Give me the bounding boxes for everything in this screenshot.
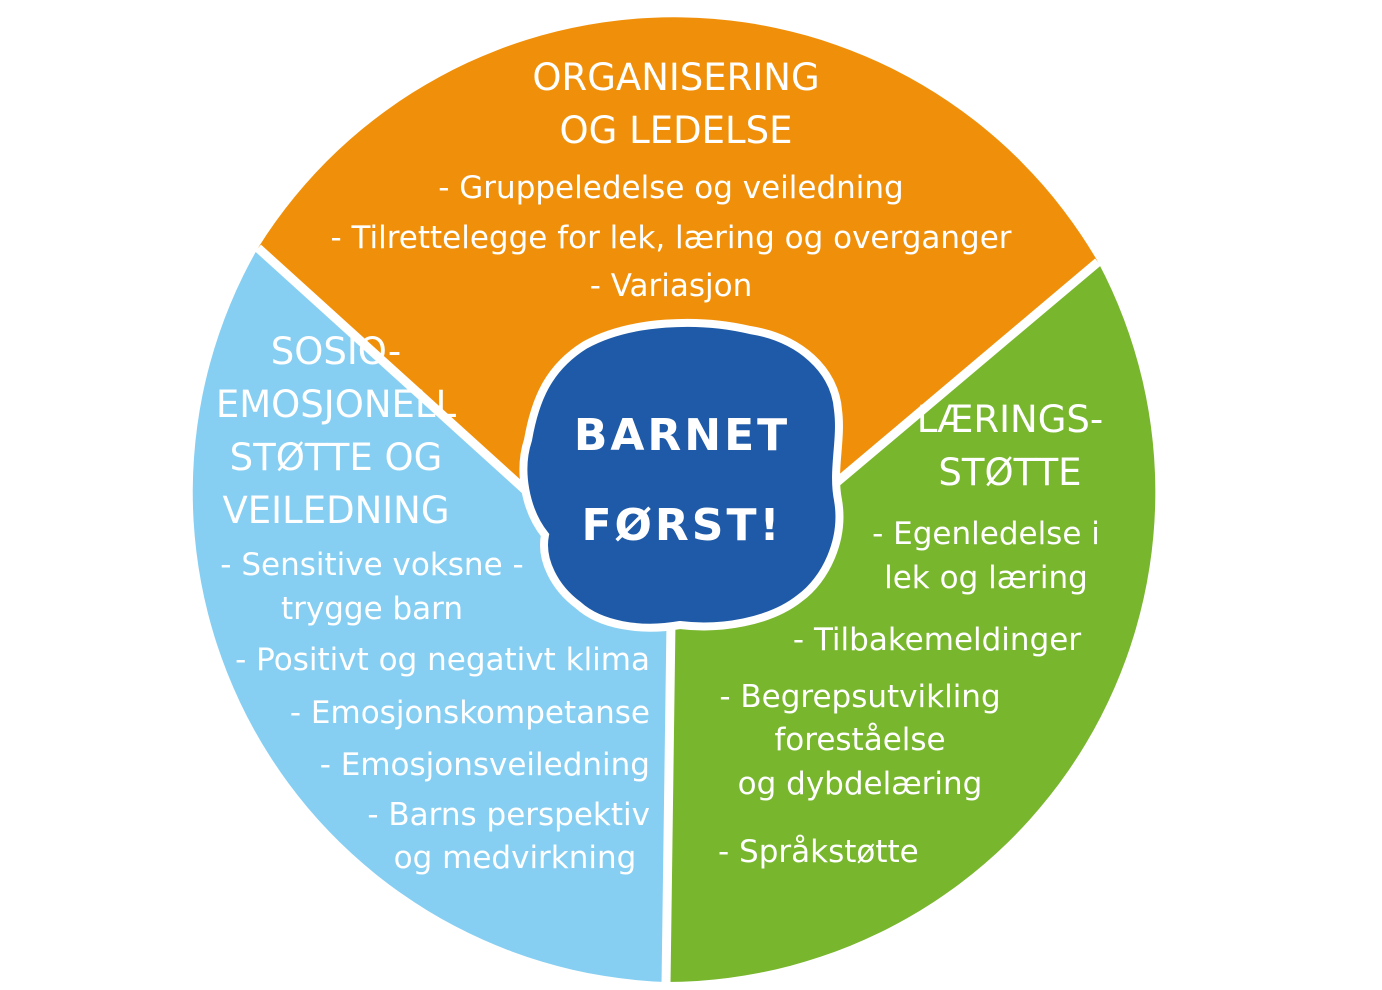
laering-heading-1: LÆRINGS- [917,398,1103,441]
center-line-1: BARNET [574,410,790,461]
divider-bottom [661,621,676,986]
laering-item-1: - Egenledelse i [872,516,1100,552]
laering-item-3: - Begrepsutvikling [719,679,1000,715]
laering-item-4: - Språkstøtte [718,834,919,870]
laering-item-2: - Tilbakemeldinger [793,622,1081,658]
organisering-item-2: - Tilrettelegge for lek, læring og overg… [330,220,1011,256]
sosio-heading-1: SOSIO- [271,330,402,373]
organisering-heading-2: OG LEDELSE [560,109,793,152]
sosio-heading-4: VEILEDNING [222,489,449,532]
segment-laering [666,262,1156,982]
organisering-item-3: - Variasjon [590,268,753,304]
organisering-heading-1: ORGANISERING [532,56,819,99]
sosio-item-5: - Barns perspektiv [367,797,650,833]
laering-heading-2: STØTTE [938,451,1081,494]
sosio-item-1-cont: trygge barn [281,591,463,627]
sosio-item-1: - Sensitive voksne - [220,547,523,583]
laering-item-3-cont2: og dybdelæring [738,766,983,802]
sosio-item-2: - Positivt og negativt klima [235,642,650,678]
sosio-item-5-cont: og medvirkning [394,840,637,876]
laering-item-1-cont: lek og læring [884,560,1088,596]
sosio-heading-2: EMOSJONELL [216,383,457,426]
segment-sosio [192,248,671,982]
center-cloud [519,318,844,632]
sosio-item-3: - Emosjonskompetanse [290,695,650,731]
laering-item-3-cont1: foreståelse [774,722,945,758]
center-line-2: FØRST! [581,500,782,551]
sosio-heading-3: STØTTE OG [230,436,443,479]
organisering-item-1: - Gruppeledelse og veiledning [438,170,903,206]
sosio-item-4: - Emosjonsveiledning [320,747,650,783]
